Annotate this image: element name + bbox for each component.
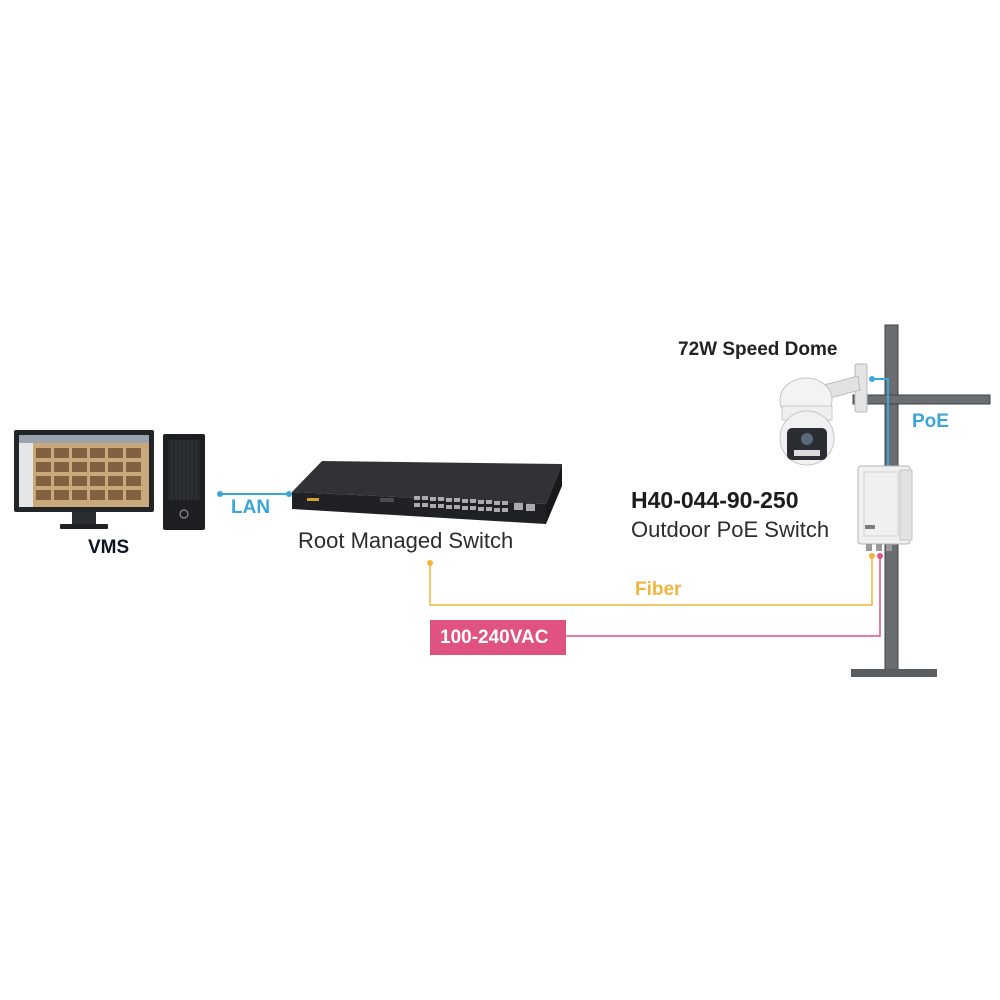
vms-label: VMS (88, 537, 130, 558)
speed-dome-camera-icon (779, 363, 868, 466)
power-connection (566, 553, 883, 637)
poe-label: PoE (912, 411, 949, 432)
power-badge (430, 620, 566, 655)
model-number-label: H40-044-90-250 (631, 487, 799, 513)
desktop-monitor-tower-icon (14, 430, 205, 530)
lan-label: LAN (231, 497, 271, 518)
rack-switch-icon (292, 461, 562, 524)
poe-connection (869, 376, 889, 470)
lan-connection (217, 491, 292, 497)
fiber-label: Fiber (635, 579, 682, 600)
outdoor-switch-label: Outdoor PoE Switch (631, 517, 830, 542)
fiber-connection (427, 553, 875, 606)
root-switch-label: Root Managed Switch (298, 528, 514, 553)
outdoor-enclosure-icon (857, 465, 913, 551)
power-label: 100-240VAC (440, 627, 549, 648)
speed-dome-label: 72W Speed Dome (678, 339, 838, 360)
